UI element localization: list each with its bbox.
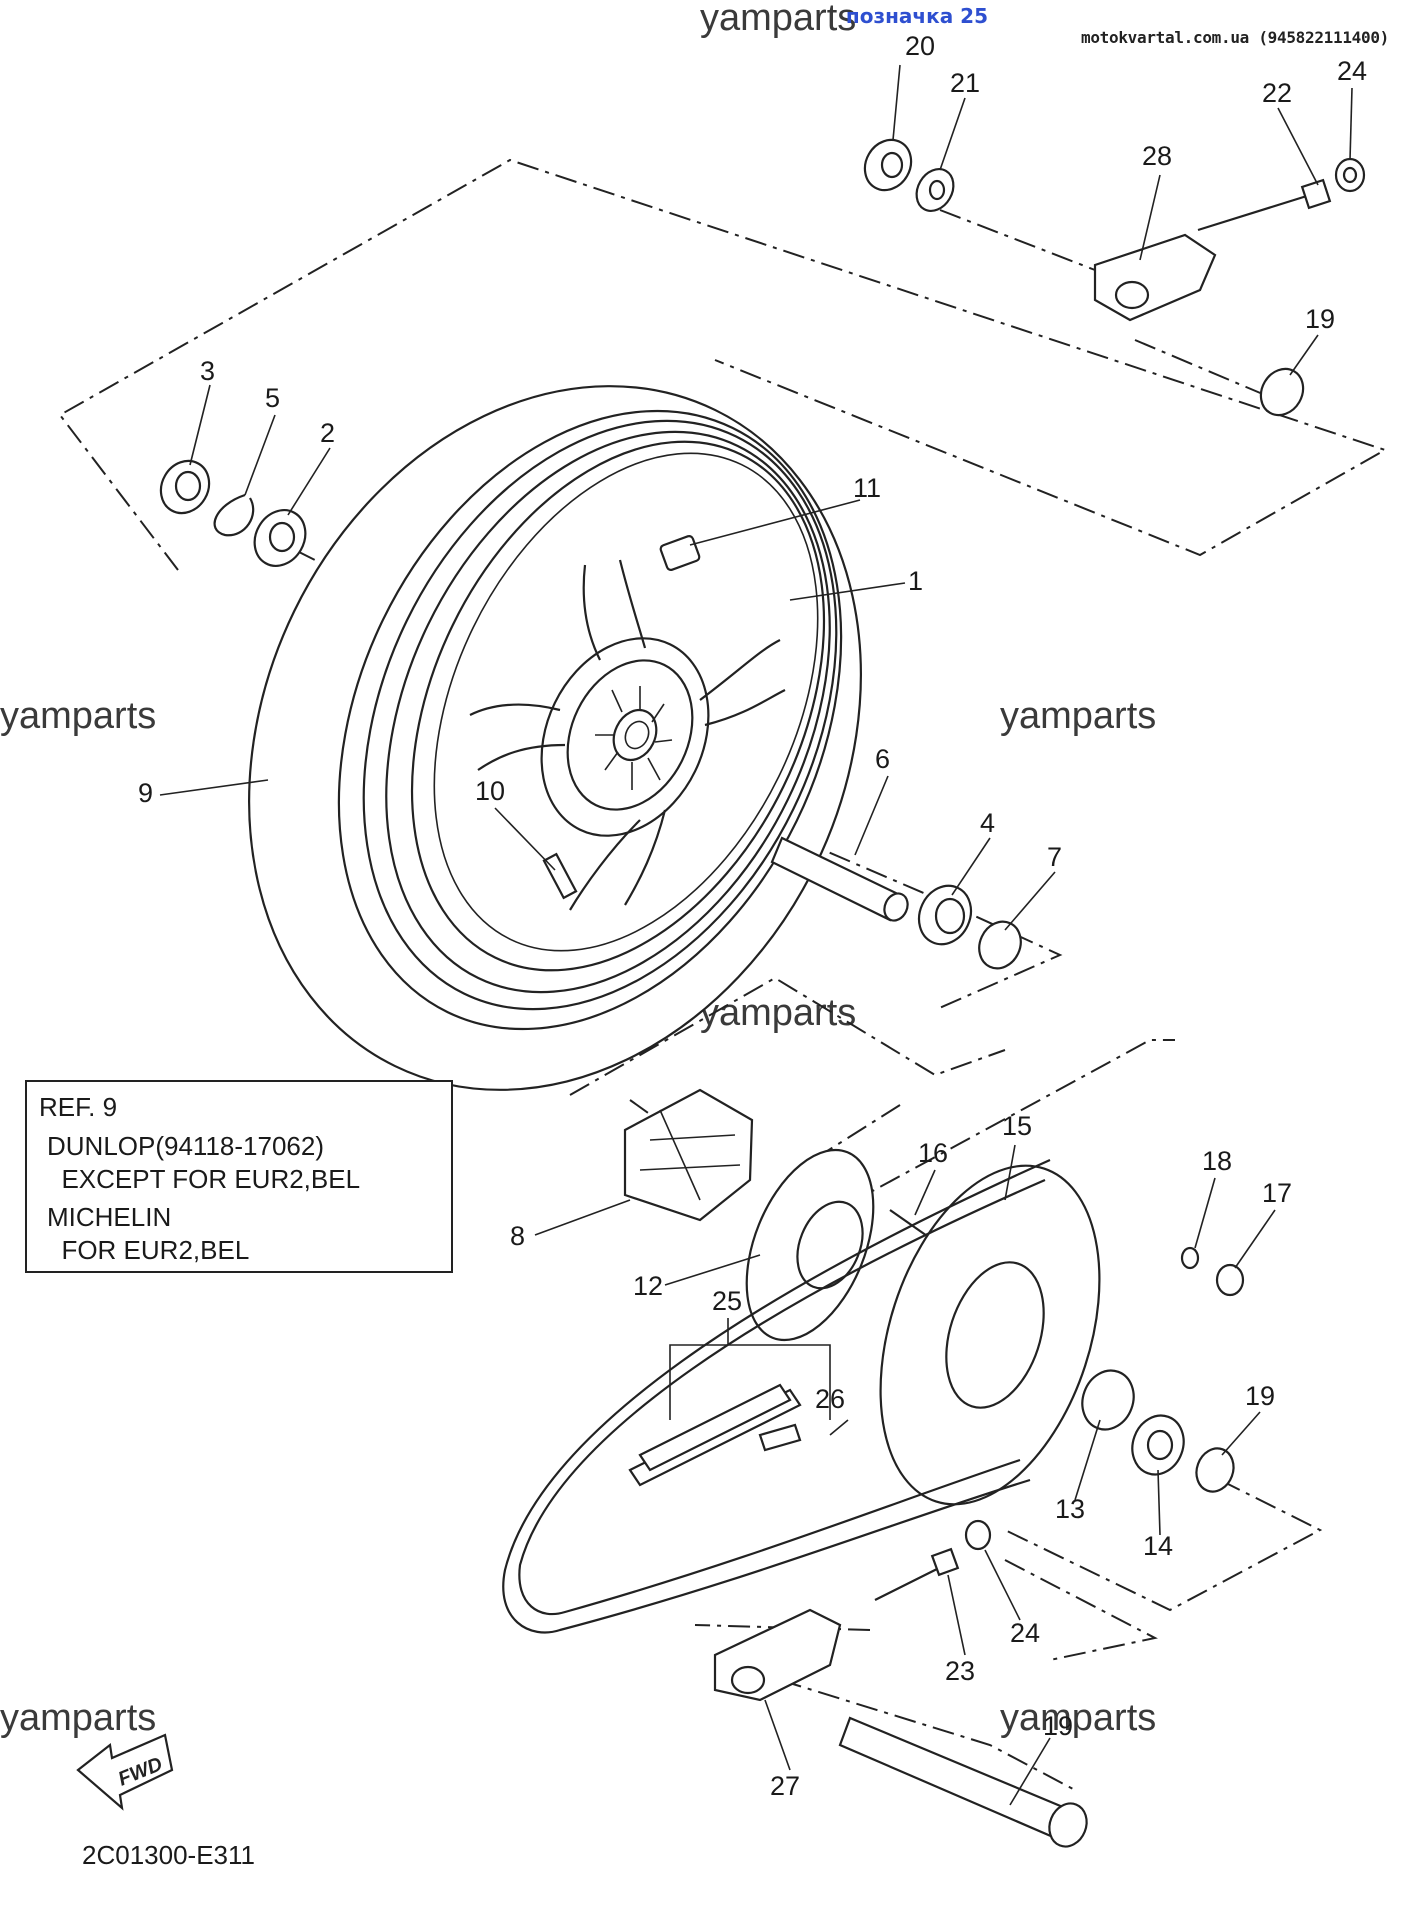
header-site: motokvartal.com.ua (945822111400) <box>1081 28 1389 47</box>
ref-line-1: DUNLOP(94118-17062) <box>47 1131 324 1161</box>
callout-3: 3 <box>200 356 215 386</box>
ref-line-2: EXCEPT FOR EUR2,BEL <box>47 1164 361 1194</box>
callout-20: 19 <box>1043 1711 1073 1741</box>
watermark-center: yamparts <box>700 992 856 1034</box>
header-tag: позначка 25 <box>845 4 988 28</box>
watermark-left: yamparts <box>0 695 156 737</box>
fwd-arrow-icon: FWD <box>76 1733 174 1811</box>
callout-8: 8 <box>510 1221 525 1251</box>
callout-19-top: 19 <box>1305 304 1335 334</box>
callout-1: 1 <box>908 566 923 596</box>
parts <box>159 138 1366 1848</box>
watermark-top: yamparts <box>700 0 856 39</box>
callout-27: 27 <box>770 1771 800 1801</box>
callout-26: 26 <box>815 1384 845 1414</box>
callout-22: 21 <box>950 68 980 98</box>
callout-13: 13 <box>1055 1494 1085 1524</box>
watermarks: yamparts yamparts yamparts yamparts yamp… <box>0 0 1156 1739</box>
callout-18: 18 <box>1202 1146 1232 1176</box>
callout-15: 15 <box>1002 1111 1032 1141</box>
callout-25: 25 <box>712 1286 742 1316</box>
callout-9: 9 <box>138 778 153 808</box>
diagram-code: 2C01300-E311 <box>82 1840 255 1870</box>
watermark-bottom-left: yamparts <box>0 1697 156 1739</box>
callout-24-top: 24 <box>1337 56 1367 86</box>
callout-19-bottom: 19 <box>1245 1381 1275 1411</box>
watermark-right: yamparts <box>1000 695 1156 737</box>
callouts: 20 21 22 24 28 19 3 5 2 11 1 9 10 6 4 7 … <box>138 31 1367 1801</box>
ref-line-3: MICHELIN <box>47 1202 172 1232</box>
leader-lines <box>159 64 1353 1806</box>
callout-12: 12 <box>633 1271 663 1301</box>
callout-10: 10 <box>475 776 505 806</box>
rear-wheel <box>248 385 862 1091</box>
callout-24-bottom: 24 <box>1010 1618 1040 1648</box>
callout-21: 20 <box>905 31 935 61</box>
callout-23-bottom: 23 <box>945 1656 975 1686</box>
callout-11: 11 <box>853 473 881 503</box>
callout-7: 7 <box>1047 842 1062 872</box>
callout-4: 4 <box>980 808 995 838</box>
callout-2: 2 <box>320 418 335 448</box>
callout-23-top: 22 <box>1262 78 1292 108</box>
ref-line-4: FOR EUR2,BEL <box>47 1235 250 1265</box>
callout-6: 6 <box>875 744 890 774</box>
ref-title: REF. 9 <box>39 1092 118 1122</box>
callout-5: 5 <box>265 383 280 413</box>
callout-16: 16 <box>918 1138 948 1168</box>
reference-note-box: REF. 9 DUNLOP(94118-17062) EXCEPT FOR EU… <box>25 1080 453 1273</box>
callout-28: 28 <box>1142 141 1172 171</box>
callout-14: 14 <box>1143 1531 1173 1561</box>
callout-17: 17 <box>1262 1178 1292 1208</box>
watermark-bottom-right: yamparts <box>1000 1697 1156 1739</box>
